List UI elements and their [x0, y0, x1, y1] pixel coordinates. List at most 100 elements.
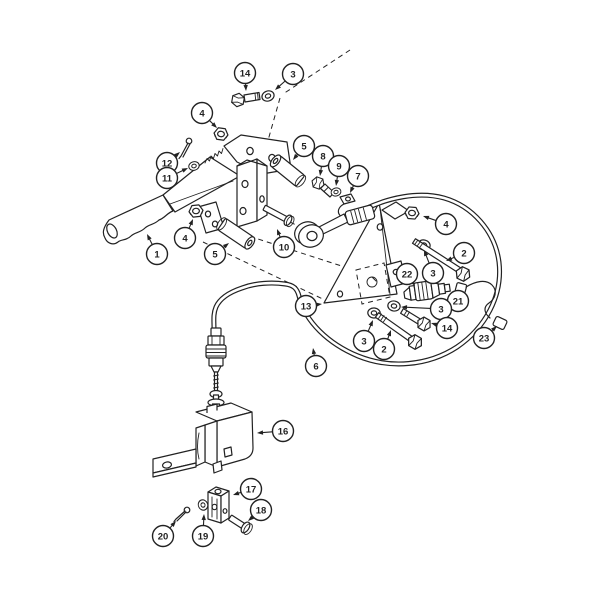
callout-arrowhead [350, 186, 355, 193]
callout-19: 19 [191, 514, 215, 548]
callout-arrowhead [401, 305, 408, 310]
callout-21: 21 [446, 289, 470, 313]
callout-balloon [203, 242, 227, 266]
washer [386, 299, 402, 313]
callout-20: 20 [151, 521, 176, 548]
callout-balloon [191, 524, 215, 548]
cotter-pin [178, 137, 193, 160]
nut [212, 126, 230, 142]
callout-number: 5 [301, 141, 307, 152]
callout-arrowhead [222, 243, 229, 249]
callout-arrowhead [257, 430, 264, 435]
callout-balloon [327, 154, 351, 178]
plate-hole [376, 223, 384, 231]
callout-arrowhead [431, 322, 438, 327]
callout-number: 4 [182, 233, 188, 244]
callout-number: 4 [443, 219, 449, 230]
brake-light-switch [403, 280, 451, 302]
callout-arrowhead [424, 250, 429, 257]
callout-number: 2 [461, 248, 466, 259]
callout-number: 14 [240, 68, 251, 79]
callout-balloon [271, 419, 295, 443]
lever-hardware [178, 88, 356, 250]
guide-line [282, 49, 351, 95]
callout-1: 1 [145, 234, 169, 266]
callout-leader-line [404, 306, 431, 310]
callout-balloon [352, 329, 376, 353]
callout-4: 4 [190, 101, 217, 128]
bolt [411, 238, 473, 284]
callout-balloon [272, 235, 296, 259]
callout-number: 1 [154, 249, 160, 260]
callout-arrowhead [181, 168, 188, 173]
callout-balloon [472, 326, 496, 350]
plate-detail-outline [355, 262, 391, 305]
callout-arrowhead [368, 320, 373, 327]
callout-arrowhead [386, 330, 391, 337]
callout-7: 7 [346, 164, 370, 193]
callout-arrowhead [446, 256, 453, 261]
foot-hole [161, 461, 173, 469]
callout-balloon [292, 134, 316, 158]
callout-balloon [151, 524, 175, 548]
plate-top-tab [381, 201, 410, 220]
callout-5: 5 [292, 134, 316, 160]
callout-arrowhead [233, 491, 240, 496]
callout-balloon [294, 294, 318, 318]
callout-18: 18 [248, 498, 273, 522]
plate-hardware [366, 206, 473, 352]
callout-3: 3 [275, 62, 305, 90]
switch-wire [465, 280, 508, 331]
callout-balloon [434, 212, 458, 236]
callout-arrowhead [277, 229, 282, 236]
washer [259, 88, 277, 104]
callout-balloon [145, 242, 169, 266]
callout-arrowhead [170, 521, 176, 527]
callout-balloon [304, 354, 328, 378]
cable-ferrule [344, 204, 376, 226]
plate-bend-line [379, 207, 391, 295]
callout-balloon [249, 498, 273, 522]
callout-number: 19 [198, 531, 209, 542]
grip-end-cap [106, 223, 118, 239]
callout-arrowhead [248, 515, 255, 521]
callout-number: 16 [278, 426, 289, 437]
callout-arrowhead [211, 122, 217, 128]
callout-balloon [452, 241, 476, 265]
callout-number: 9 [336, 161, 341, 172]
callout-balloon [346, 164, 370, 188]
callout-number: 4 [199, 108, 205, 119]
spacer-tube [269, 154, 307, 188]
callout-number: 22 [402, 269, 413, 280]
rod-end-hole [306, 230, 318, 242]
callout-balloon [421, 261, 445, 285]
callout-number: 23 [479, 333, 490, 344]
callout-9: 9 [327, 154, 351, 186]
callout-number: 10 [279, 242, 290, 253]
callout-arrowhead [334, 179, 340, 186]
plate-hole [336, 290, 344, 298]
flag-plate-hole [246, 146, 254, 156]
callout-arrowhead [293, 153, 299, 160]
callout-balloon [173, 226, 197, 250]
callout-2: 2 [446, 241, 476, 265]
callout-arrowhead [315, 302, 322, 307]
callout-number: 3 [438, 304, 443, 315]
callout-arrowhead [188, 219, 193, 226]
callout-number: 11 [162, 173, 173, 184]
rod [318, 213, 349, 235]
clevis-pin [228, 514, 253, 535]
callout-arrowhead [147, 234, 152, 241]
bolt [374, 312, 426, 352]
callout-number: 7 [355, 171, 360, 182]
callout-number: 2 [381, 344, 386, 355]
callout-balloon [190, 101, 214, 125]
callout-number: 3 [361, 336, 366, 347]
callout-arrowhead [201, 514, 206, 521]
callout-number: 3 [430, 268, 435, 279]
callout-17: 17 [233, 477, 263, 501]
callout-number: 14 [442, 323, 453, 334]
pivot-channel-bracket [236, 158, 268, 228]
